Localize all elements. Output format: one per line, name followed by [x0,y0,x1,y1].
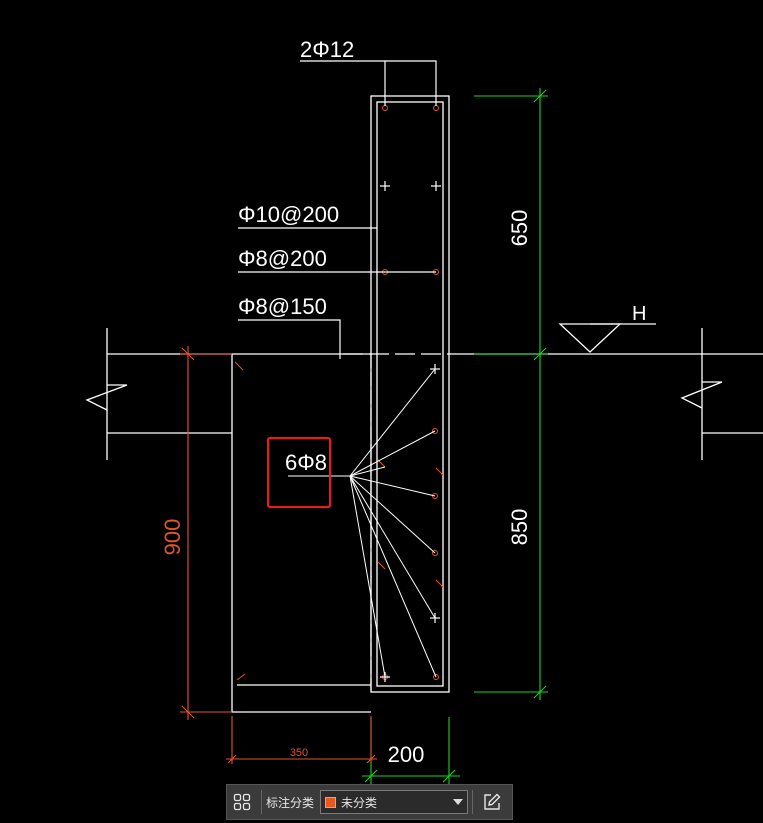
bottom-rebar-label: 6Φ8 [285,450,327,475]
category-color-swatch [325,796,337,808]
stirrup-label-2: Φ8@200 [238,246,327,271]
top-rebar-label: 2Φ12 [300,37,354,62]
chevron-down-icon [453,799,464,805]
stirrup-leaders [238,227,436,359]
stirrup-label-1: Φ10@200 [238,202,339,227]
elevation-symbol [558,323,656,353]
beam-outline [231,353,371,713]
edit-button[interactable] [477,787,507,817]
toolbar-separator-2 [472,790,474,814]
annotation-category-label: 标注分类 [266,795,315,810]
top-rebar-leader [300,60,437,106]
red-dimensions [180,346,377,764]
stirrup-label-3: Φ8@150 [238,294,327,319]
stirrup-hooks [234,361,444,681]
rebar-crosses [380,181,441,682]
elevation-mark-text: H [632,303,646,325]
highlight-box[interactable] [266,436,332,509]
toolbar-separator [261,790,262,814]
bottom-rebar-fan [288,368,437,678]
category-select[interactable]: 未分类 [320,790,469,814]
dim-upper-text: 650 [507,210,532,247]
dim-lower-text: 850 [507,509,532,546]
dim-small-width-text: 350 [290,747,308,759]
annotation-toolbar: 标注分类 未分类 [226,784,513,820]
edit-icon [484,793,501,810]
dim-depth-text: 900 [160,519,185,556]
dim-wall-width-text: 200 [388,742,425,767]
grid-icon [233,793,251,811]
layout-button[interactable] [227,787,257,817]
category-select-value: 未分类 [341,795,378,810]
